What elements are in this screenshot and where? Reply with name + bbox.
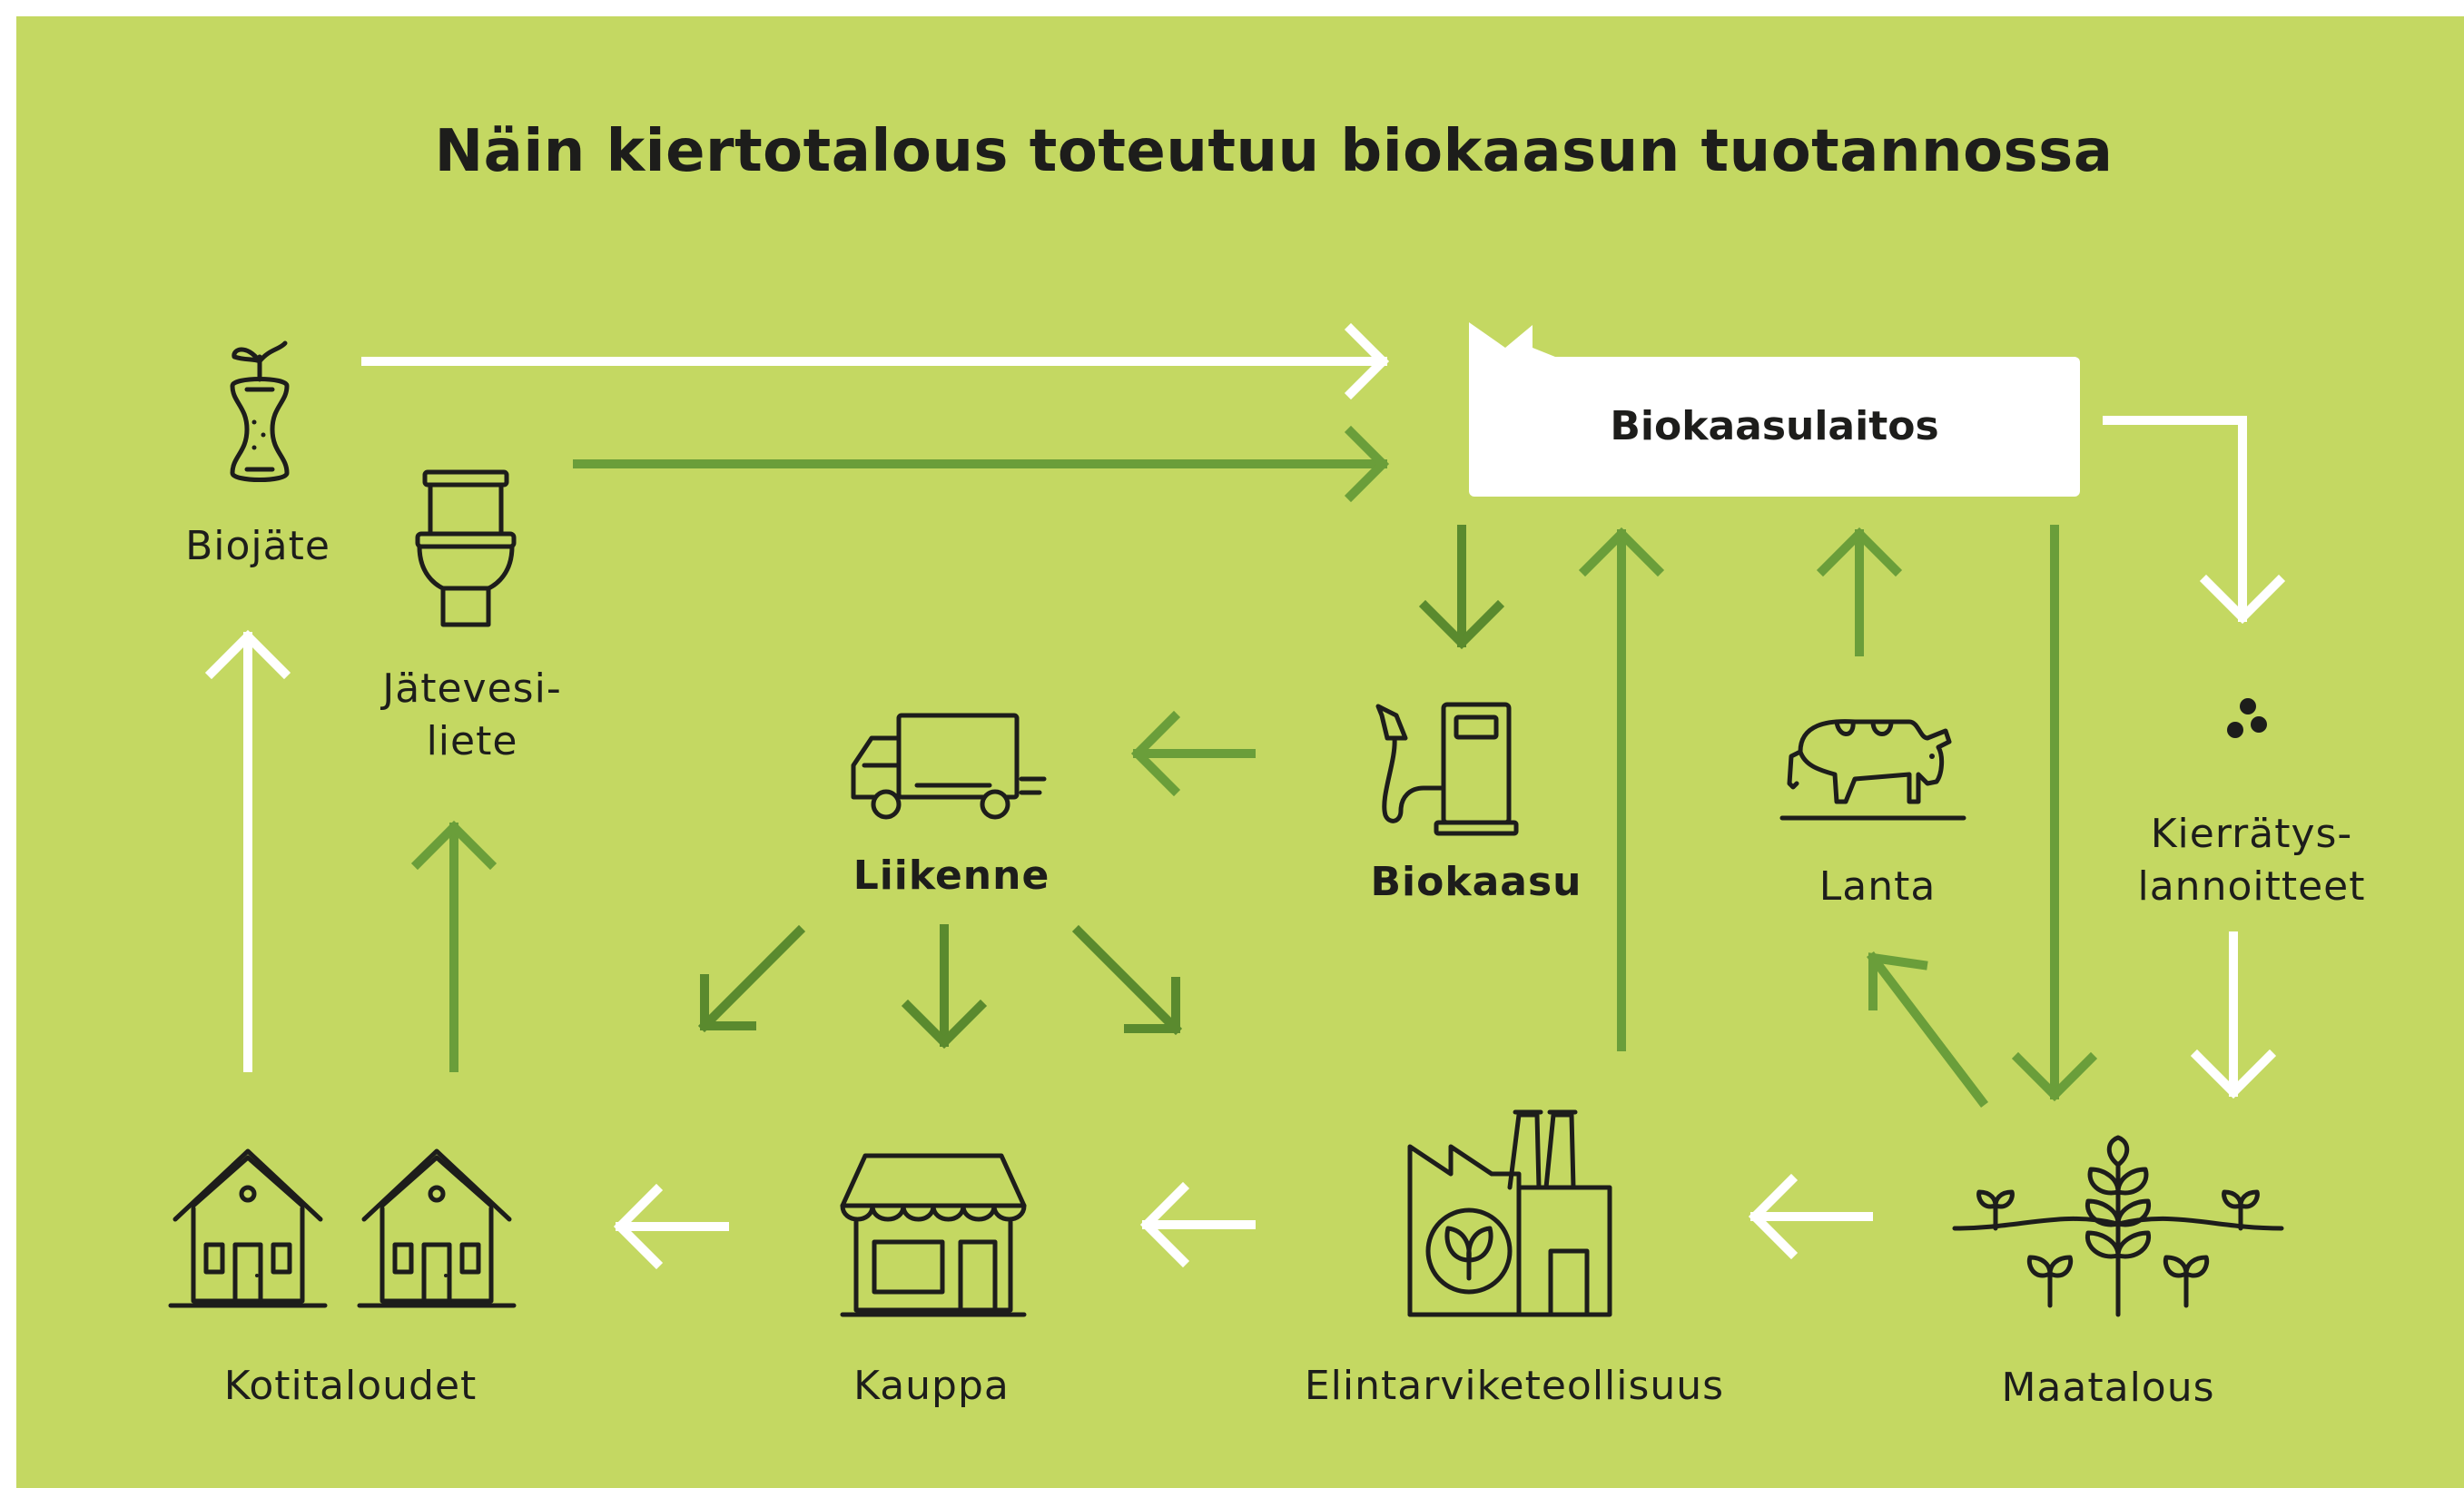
- arrow-farming-to-manure: [1866, 951, 1989, 1109]
- biogas-plant-label: Biokaasulaitos: [1610, 403, 1939, 449]
- diagram-title: Näin kiertotalous toteutuu biokaasun tuo…: [434, 118, 2114, 185]
- node-kotitaloudet: Kotitaloudet: [223, 1363, 478, 1409]
- arrow-plant-to-fertilizer: [2103, 416, 2286, 625]
- factory-icon: [1407, 1109, 1612, 1317]
- node-maatalous: Maatalous: [2001, 1365, 2215, 1411]
- apple-core-icon: [230, 340, 290, 482]
- arrow-foodindustry-to-shop: [1139, 1181, 1256, 1268]
- arrow-plant-to-biogas: [1418, 525, 1505, 650]
- node-biokaasu: Biokaasu: [1370, 859, 1582, 905]
- plant-roof-shape: [1469, 322, 1578, 366]
- arrow-foodindustry-to-plant: [1578, 527, 1665, 1051]
- toilet-icon: [415, 469, 517, 627]
- node-kauppa: Kauppa: [853, 1363, 1010, 1409]
- arrow-biogas-to-traffic: [1130, 710, 1256, 797]
- fertilizer-dots-icon: [2227, 698, 2267, 738]
- crops-icon: [1952, 1135, 2284, 1317]
- arrow-households-to-sludge: [410, 820, 498, 1072]
- arrow-manure-to-plant: [1816, 527, 1903, 656]
- node-lanta: Lanta: [1818, 863, 1937, 910]
- houses-icon: [168, 1148, 517, 1308]
- diagram-canvas: Näin kiertotalous toteutuu biokaasun tuo…: [16, 16, 2464, 1488]
- node-kierratyslannoitteet-line2: lannoitteet: [2137, 863, 2366, 910]
- fuel-pump-icon: [1375, 702, 1519, 836]
- shop-icon: [840, 1153, 1027, 1317]
- node-kierratyslannoitteet-line1: Kierrätys-: [2150, 811, 2353, 857]
- node-jatevesiliete-line2: liete: [426, 718, 518, 764]
- node-elintarviketeollisuus: Elintarviketeollisuus: [1304, 1363, 1725, 1409]
- arrow-fertilizer-to-farming: [2190, 931, 2277, 1099]
- arrow-liete-to-plant: [573, 425, 1390, 503]
- node-jatevesiliete-line1: Jätevesi-: [382, 665, 562, 712]
- node-biojate: Biojäte: [185, 523, 330, 569]
- flow-arrows: [204, 322, 2286, 1270]
- arrow-biojate-to-plant: [361, 322, 1390, 400]
- arrow-farming-to-foodindustry: [1748, 1173, 1873, 1260]
- arrow-shop-to-households: [613, 1183, 729, 1270]
- biogas-plant-box: [1469, 357, 2080, 497]
- arrows-traffic-down: [697, 924, 1183, 1049]
- arrow-households-to-biowaste: [204, 629, 291, 1072]
- node-liikenne: Liikenne: [853, 852, 1050, 899]
- truck-icon: [851, 713, 1047, 820]
- arrow-plant-to-farming: [2011, 525, 2098, 1102]
- cow-icon: [1779, 719, 1966, 821]
